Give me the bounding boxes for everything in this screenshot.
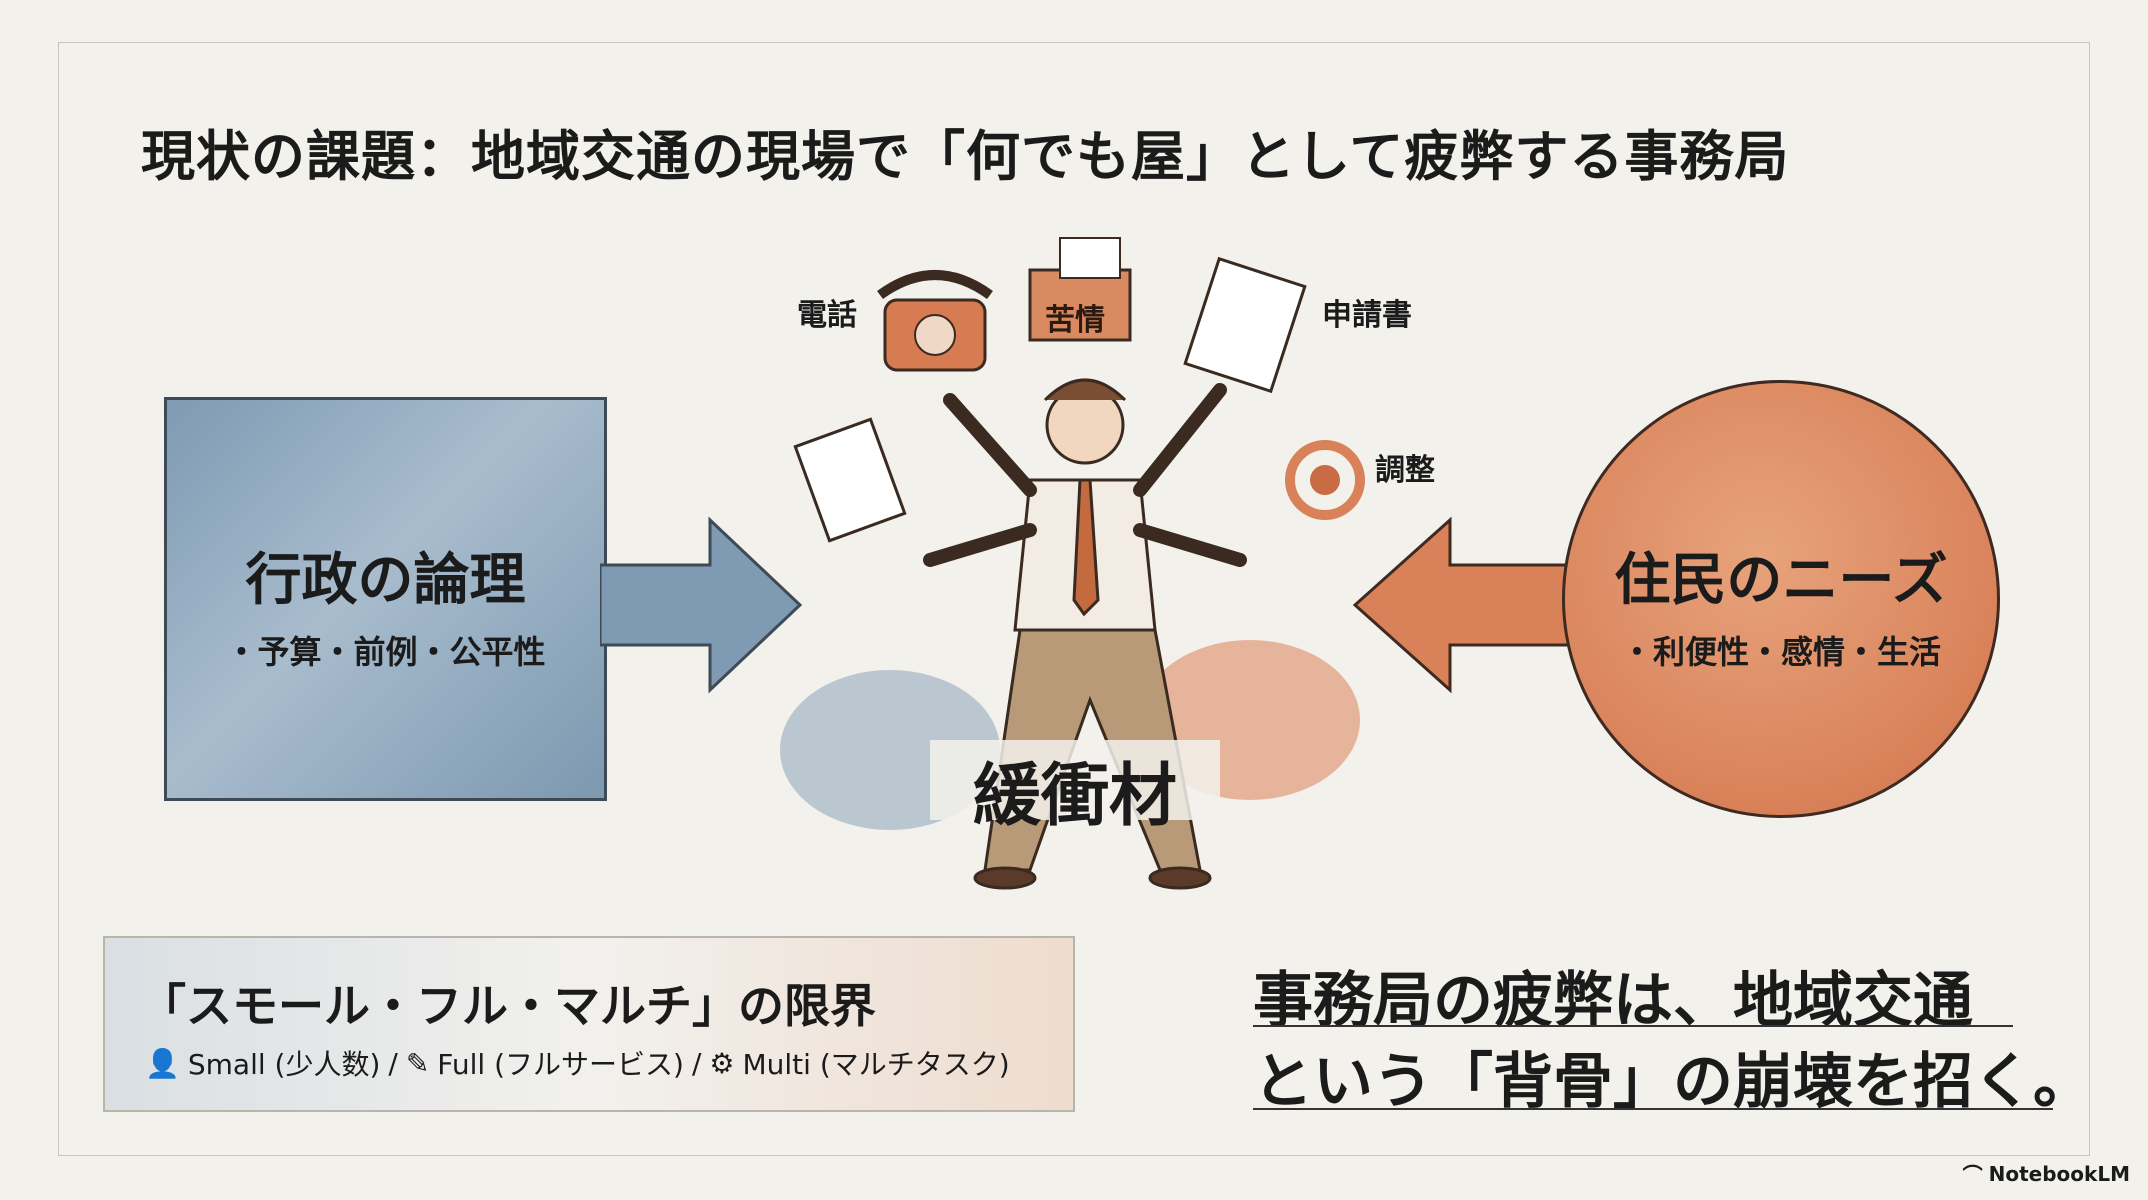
left-arrow-icon: [1352, 516, 1580, 694]
limits-title: 「スモール・フル・マルチ」の限界: [140, 979, 876, 1033]
brand-label: NotebookLM: [1988, 1161, 2130, 1186]
person-icon: 👤: [145, 1046, 180, 1080]
decorative-frame: [58, 42, 2090, 1156]
phone-label: 電話: [797, 298, 857, 333]
complaint-box-icon: [1028, 237, 1132, 342]
residents-title: 住民のニーズ: [1614, 548, 1948, 613]
limits-item-full: Full (フルサービス): [437, 1048, 684, 1081]
limits-items: 👤 Small (少人数) / ✎ Full (フルサービス) / ⚙ Mult…: [145, 1043, 1010, 1083]
separator: /: [388, 1046, 398, 1080]
coordination-icon: [1285, 440, 1365, 520]
telephone-icon: [877, 270, 993, 372]
complaint-label: 苦情: [1045, 303, 1105, 338]
pen-icon: ✎: [405, 1046, 430, 1080]
page-title: 現状の課題：地域交通の現場で「何でも屋」として疲弊する事務局: [141, 125, 1790, 188]
residents-circle: [1562, 380, 2000, 818]
overwhelmed-worker-illustration: [780, 237, 1365, 890]
administration-points: ・予算・前例・公平性: [225, 633, 546, 671]
limits-item-small: Small (少人数): [187, 1048, 381, 1081]
limits-box: [103, 936, 1075, 1112]
documents-icon: [793, 256, 1307, 543]
buffer-label: 緩衝材: [972, 757, 1177, 836]
residents-points: ・利便性・感情・生活: [1620, 633, 1941, 671]
application-label: 申請書: [1322, 298, 1412, 333]
coordination-label: 調整: [1375, 453, 1435, 488]
separator: /: [691, 1046, 702, 1080]
administration-box: [164, 397, 607, 801]
gears-icon: ⚙: [709, 1046, 735, 1080]
conclusion-line-2: という「背骨」の崩壊を招く。: [1253, 1047, 2093, 1117]
notebooklm-brand: ⌒ NotebookLM: [1963, 1159, 2130, 1188]
right-arrow-icon: [600, 516, 803, 694]
administration-title: 行政の論理: [245, 548, 526, 613]
limits-item-multi: Multi (マルチタスク): [742, 1048, 1010, 1081]
conclusion-line-1: 事務局の疲弊は、地域交通: [1253, 966, 1973, 1036]
underline: [1253, 1108, 2053, 1110]
underline: [1253, 1025, 2013, 1027]
notebooklm-logo-icon: ⌒: [1962, 1163, 1983, 1187]
